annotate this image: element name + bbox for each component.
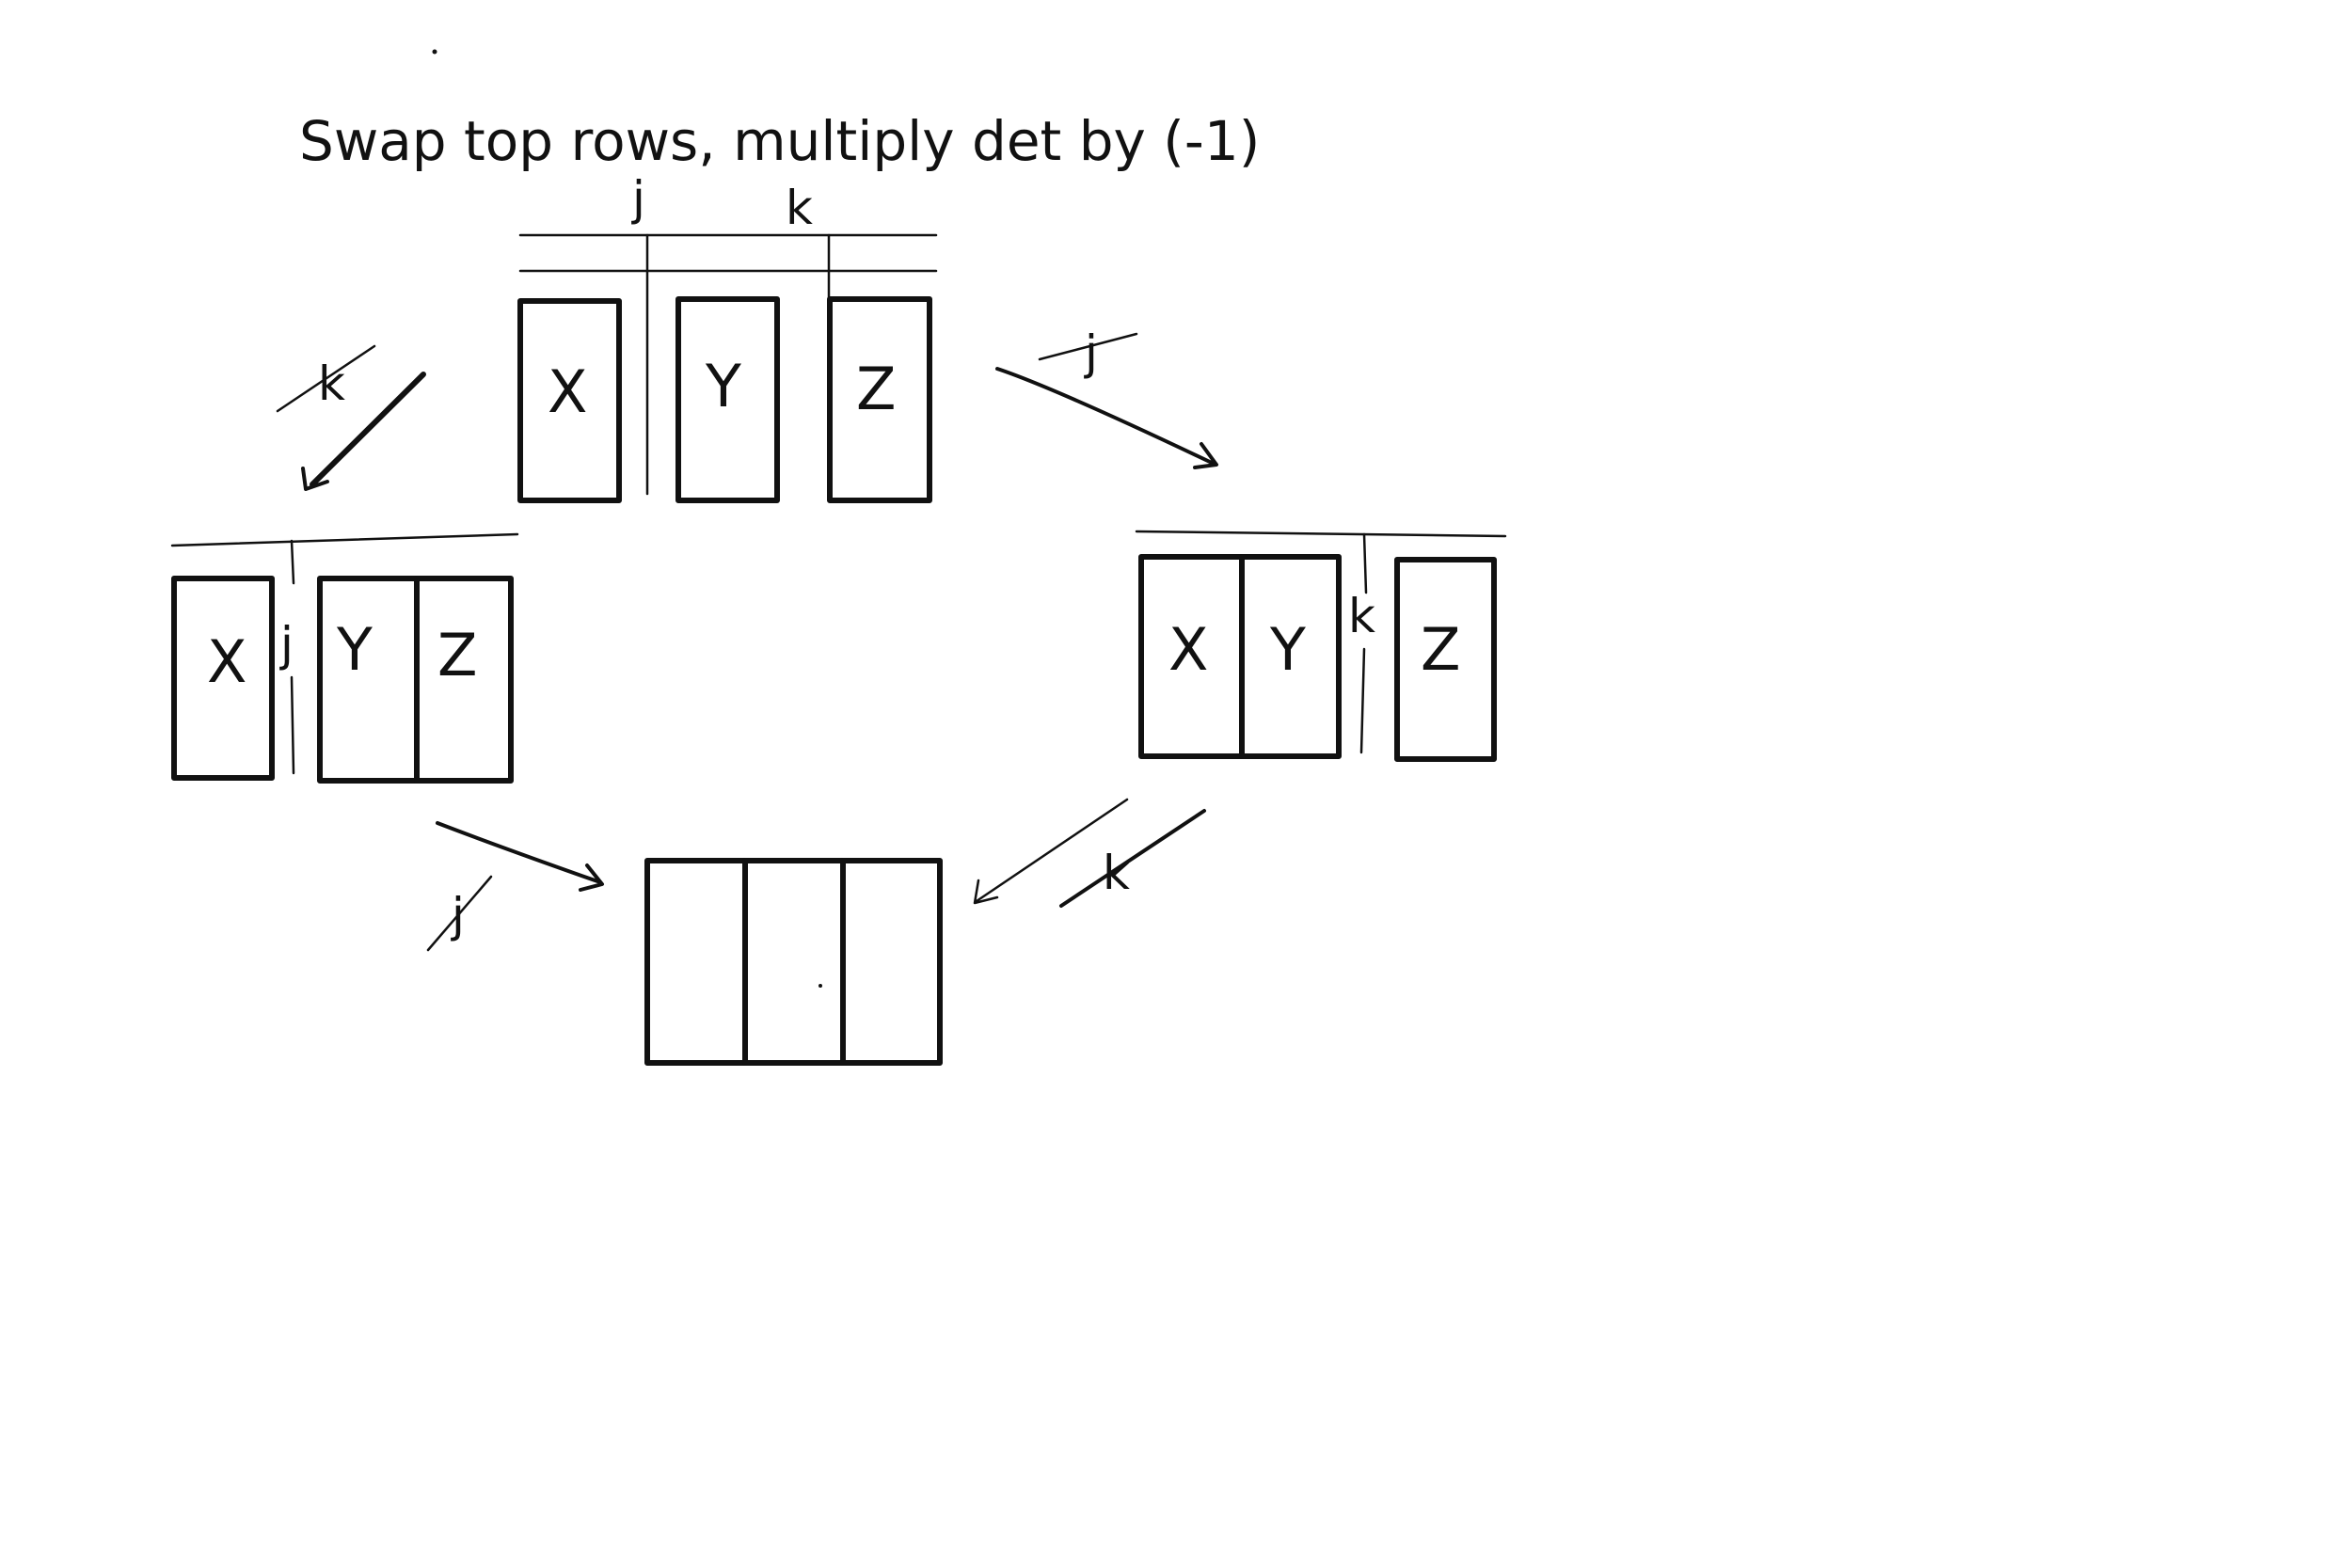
right-col-y-box (1239, 554, 1342, 759)
arrow-top-to-right-head (1193, 442, 1218, 469)
top-col-y-box (675, 296, 780, 503)
arrow-left-to-bottom-head (579, 863, 604, 892)
arrow-top-to-right-shaft (995, 367, 1214, 465)
right-col-x-label: X (1168, 615, 1208, 684)
right-col-z-label: Z (1421, 615, 1460, 684)
bottom-matrix (644, 858, 943, 1066)
stray-dot (432, 49, 437, 55)
arrow-top-to-left: k (276, 344, 426, 491)
left-index-j: j (279, 617, 294, 672)
top-index-j: j (631, 171, 645, 226)
arrow-right-to-bottom-strike (1059, 809, 1206, 908)
left-divider-j-top (290, 539, 295, 585)
right-divider-k-top (1362, 532, 1368, 594)
arrow-top-to-left-shaft (310, 372, 426, 487)
bottom-col-1-box (644, 858, 748, 1066)
left-col-x-label: X (207, 627, 246, 696)
right-row-line (1135, 530, 1507, 538)
right-col-z-box (1394, 557, 1497, 762)
arrow-left-to-bottom: j (426, 821, 604, 952)
left-col-x-box (171, 576, 275, 781)
top-matrix: j k X Y Z (517, 171, 938, 503)
right-index-k: k (1348, 589, 1375, 643)
arrow-top-to-left-label: k (318, 356, 345, 411)
arrow-top-to-right-label: j (1084, 325, 1098, 380)
left-col-y-label: Y (336, 615, 373, 684)
top-col-x-label: X (548, 357, 587, 426)
bottom-col-2-box (742, 858, 846, 1066)
left-divider-j-bottom (290, 675, 295, 775)
top-col-x-box (517, 298, 622, 503)
left-row-line (170, 532, 519, 547)
left-col-z-box (414, 576, 514, 784)
top-col-y-label: Y (705, 352, 741, 420)
arrow-right-to-bottom-shaft (975, 798, 1129, 903)
arrow-left-to-bottom-shaft (436, 821, 602, 884)
top-col-z-label: Z (856, 355, 896, 423)
right-col-y-label: Y (1269, 615, 1306, 684)
top-col-z-box (827, 296, 932, 503)
top-index-k: k (786, 181, 813, 235)
arrow-left-to-bottom-strike (426, 875, 493, 952)
left-col-z-label: Z (437, 621, 477, 689)
arrow-right-to-bottom: k (973, 798, 1206, 908)
arrow-right-to-bottom-head (973, 879, 999, 905)
bottom-col-3-box (840, 858, 943, 1066)
left-matrix: j X Y Z (170, 532, 519, 784)
right-matrix: k X Y Z (1135, 530, 1507, 762)
arrow-top-to-right: j (995, 325, 1218, 469)
arrow-top-to-left-head (301, 467, 329, 491)
arrow-top-to-left-strike (276, 344, 376, 413)
diagram-title: Swap top rows, multiply det by (-1) (299, 109, 1260, 173)
stray-dot (818, 984, 822, 988)
right-divider-k-bottom (1359, 647, 1366, 754)
arrow-top-to-right-strike (1038, 332, 1138, 361)
arrow-right-to-bottom-label: k (1103, 846, 1130, 900)
